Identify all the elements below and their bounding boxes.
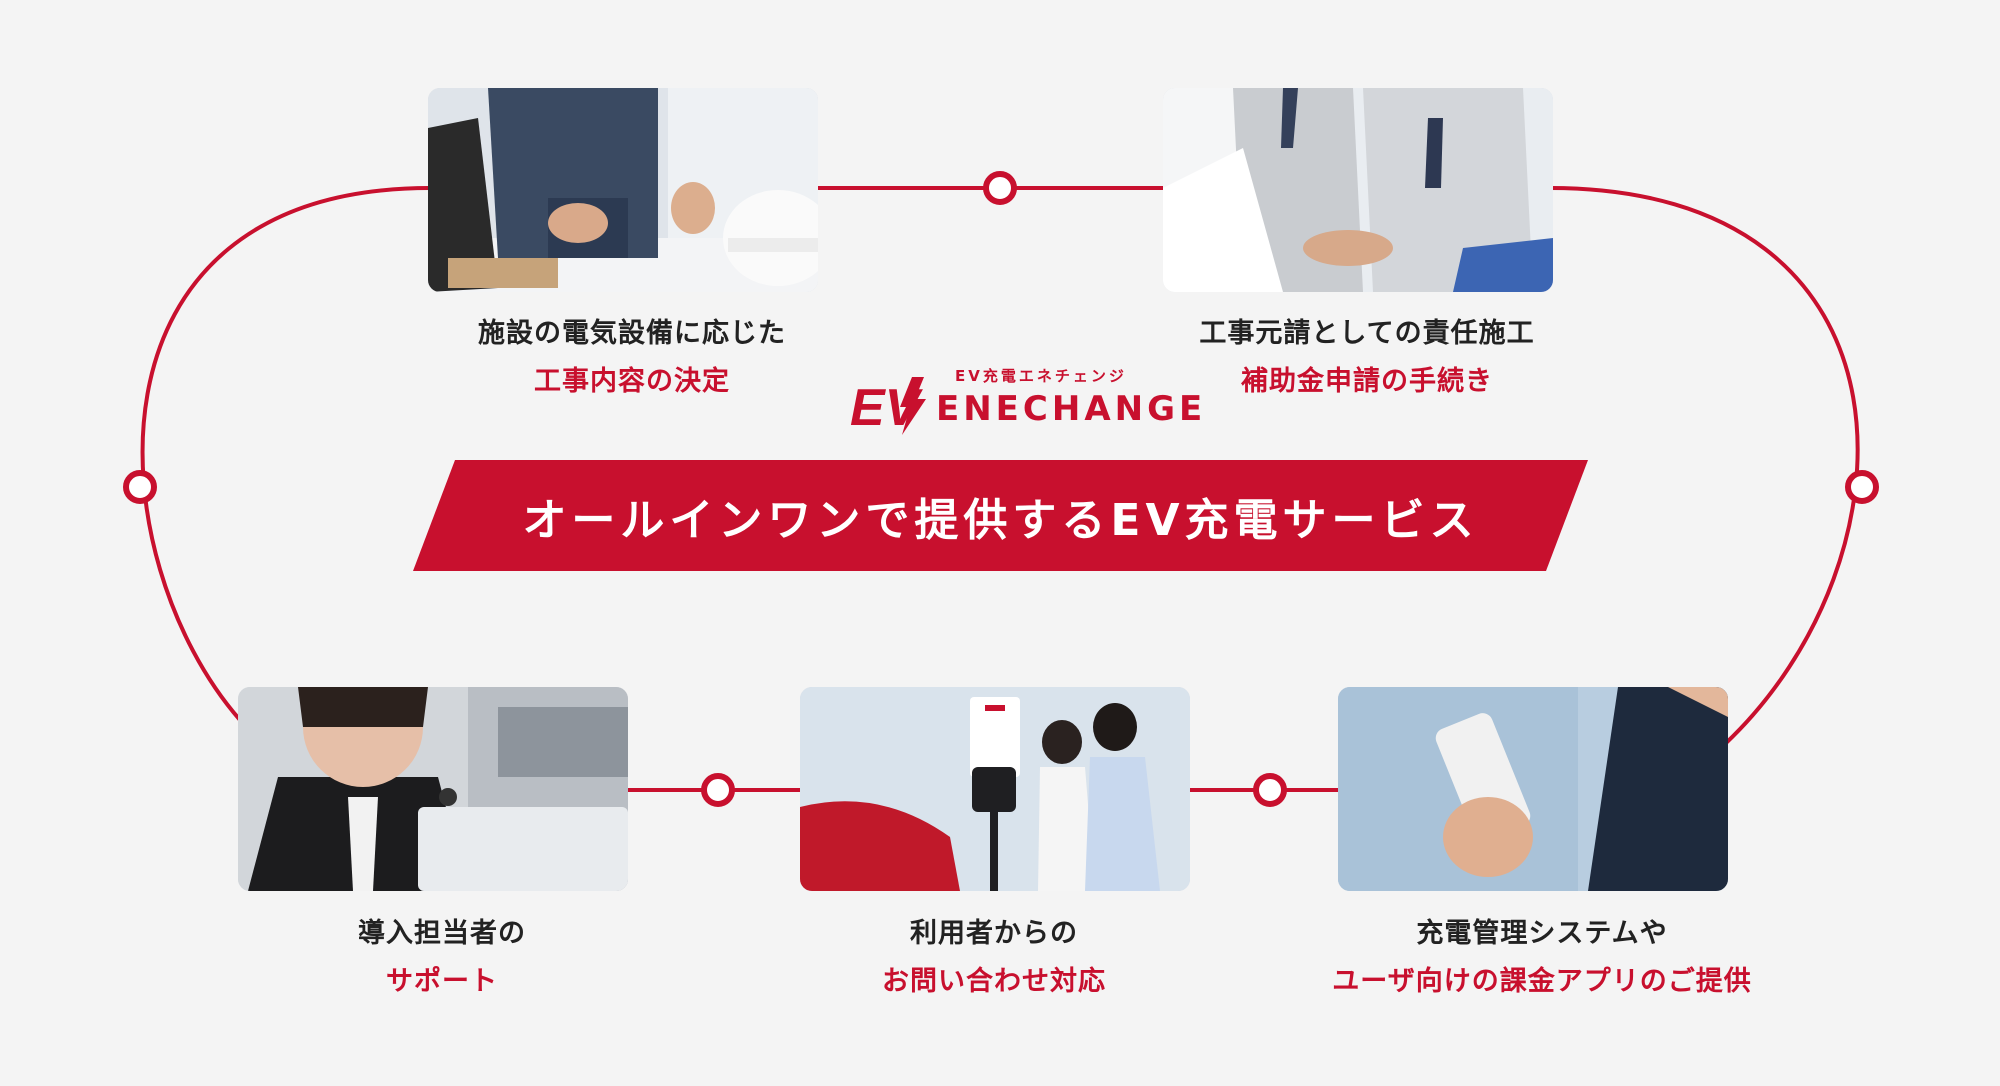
photo-ev-charger-users — [800, 687, 1190, 891]
logo-subtitle: EV充電エネチェンジ — [955, 367, 1127, 385]
photo-support-operator — [238, 687, 628, 891]
caption-line-1: 施設の電気設備に応じた — [478, 318, 786, 349]
node-top — [983, 171, 1017, 205]
caption-service-1: 施設の電気設備に応じた 工事内容の決定 — [402, 310, 862, 406]
caption-line-2: お問い合わせ対応 — [882, 966, 1106, 997]
node-left — [123, 470, 157, 504]
caption-service-5: 充電管理システムや ユーザ向けの課金アプリのご提供 — [1312, 910, 1772, 1006]
node-bottom-left — [701, 773, 735, 807]
caption-line-1: 充電管理システムや — [1416, 918, 1668, 949]
caption-line-2: 補助金申請の手続き — [1241, 366, 1493, 397]
photo-construction-workers — [1163, 88, 1553, 292]
caption-service-2: 工事元請としての責任施工 補助金申請の手続き — [1137, 310, 1597, 406]
logo-wordmark: ENECHANGE — [936, 389, 1207, 429]
node-right — [1845, 470, 1879, 504]
headline-banner: オールインワンで提供するEV充電サービス — [413, 460, 1588, 571]
caption-service-4: 利用者からの お問い合わせ対応 — [764, 910, 1224, 1006]
caption-line-2: 工事内容の決定 — [534, 366, 730, 397]
photo-smartphone-app — [1338, 687, 1728, 891]
photo-construction-planning — [428, 88, 818, 292]
node-bottom-right — [1253, 773, 1287, 807]
caption-line-1: 工事元請としての責任施工 — [1199, 318, 1535, 349]
caption-service-3: 導入担当者の サポート — [212, 910, 672, 1006]
caption-line-1: 利用者からの — [910, 918, 1078, 949]
enechange-logo: EV EV充電エネチェンジ ENECHANGE — [850, 365, 1202, 445]
caption-line-2: サポート — [386, 966, 498, 997]
ev-lightning-logo-icon: EV — [850, 377, 926, 437]
caption-line-2: ユーザ向けの課金アプリのご提供 — [1332, 966, 1752, 997]
caption-line-1: 導入担当者の — [358, 918, 526, 949]
banner-title: オールインワンで提供するEV充電サービス — [522, 494, 1479, 546]
loop-path — [140, 186, 1860, 746]
